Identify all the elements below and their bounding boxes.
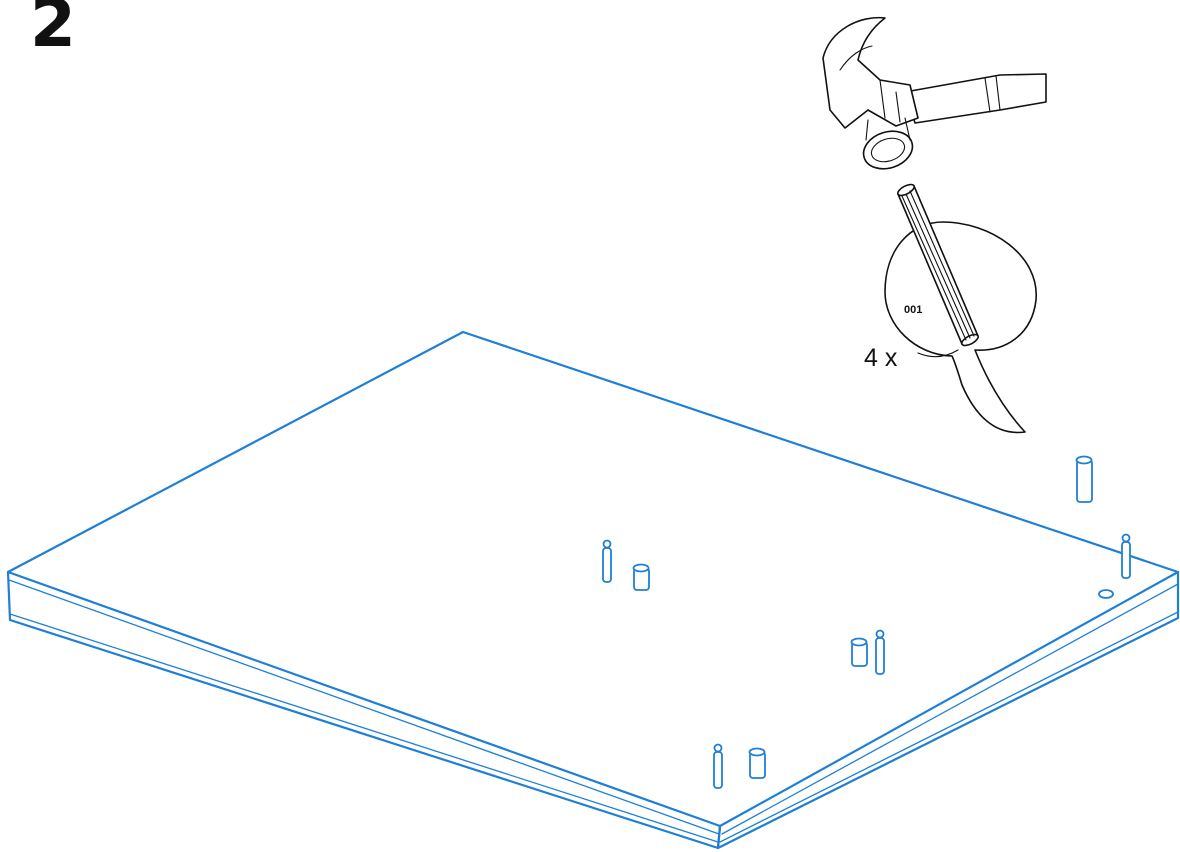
panel-fittings <box>602 455 1131 789</box>
dowel-pin <box>875 629 885 675</box>
cam-fitting <box>850 637 868 667</box>
cam-fitting <box>1075 455 1093 503</box>
dowel-pin <box>1121 533 1131 579</box>
step-number: 2 <box>30 0 76 62</box>
cam-fitting <box>748 747 766 779</box>
cam-hole <box>1098 589 1114 599</box>
dowel-pin <box>713 743 723 789</box>
part-code-label: 001 <box>904 304 922 316</box>
panel-board <box>6 330 1180 850</box>
cam-fitting <box>632 563 650 591</box>
dowel-pin <box>602 539 612 583</box>
hammer-icon <box>822 16 1047 170</box>
dowel-callout: 001 4 x <box>864 183 1037 434</box>
wooden-dowel-icon <box>897 183 979 347</box>
quantity-label: 4 x <box>864 344 898 372</box>
